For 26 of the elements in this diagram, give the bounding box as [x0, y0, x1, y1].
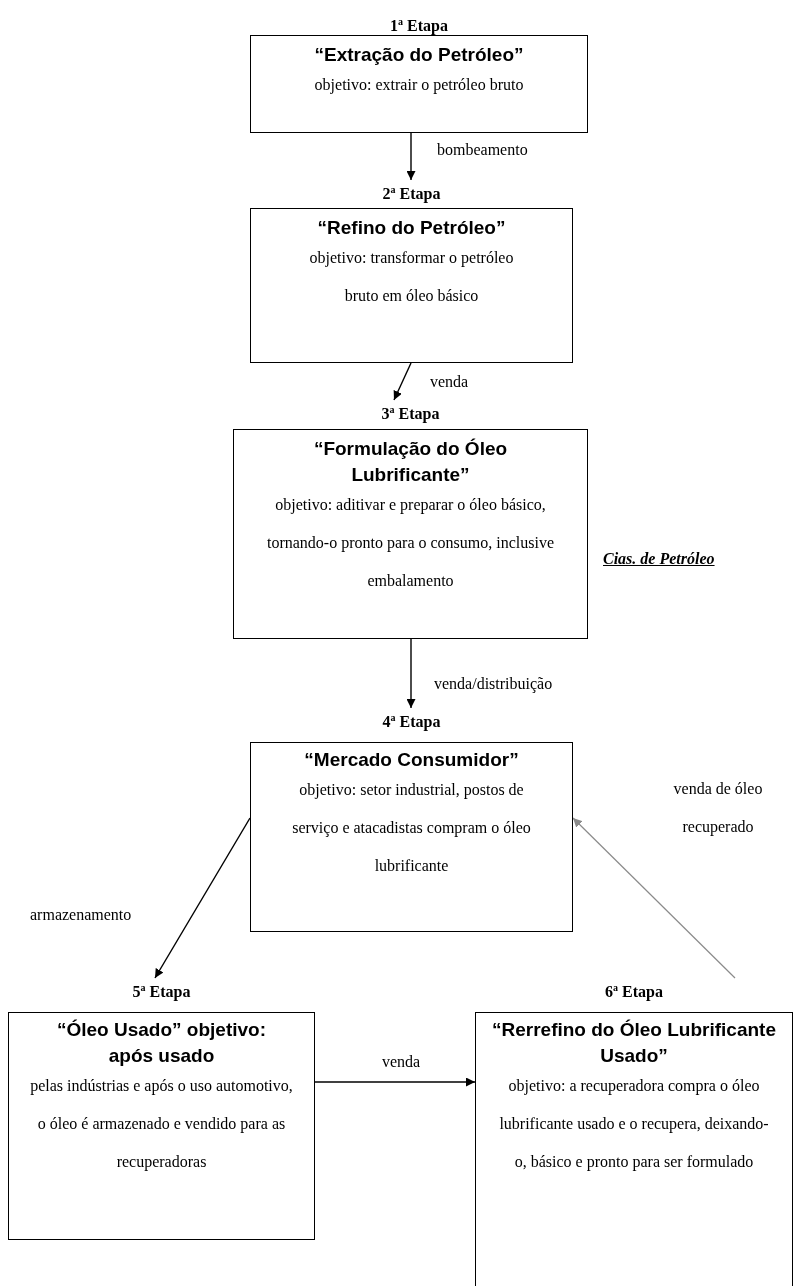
step-title: “Formulação do Óleo Lubrificante” [312, 437, 509, 487]
edge-label: venda/distribuição [434, 674, 553, 694]
step-title: “Rerrefino do Óleo Lubrificante Usado” [491, 1018, 777, 1068]
arrow [406, 132, 416, 181]
step-heading: 4$^{a}$ Etapa [382, 713, 441, 731]
step-title: “Refino do Petróleo” [316, 216, 507, 240]
step-title: “Mercado Consumidor” [303, 748, 520, 772]
step-description: pelas indústrias e após o uso automotivo, o óleo é armazenado e vendido para as recuperadoras [29, 1076, 294, 1173]
step-heading: 2$^{a}$ Etapa [382, 185, 441, 203]
arrow [406, 638, 416, 709]
step-title: “Extração do Petróleo” [313, 43, 525, 67]
arrow [314, 1077, 476, 1087]
step-heading: 5$^{a}$ Etapa [132, 983, 191, 1001]
step-description: objetivo: extrair o petróleo bruto [313, 75, 525, 96]
side-note: Cias. de Petróleo [603, 550, 715, 568]
step-description: objetivo: a recuperadora compra o óleo lubrificante usado e o recupera, deixando-o, básico e pronto para ser formulado [499, 1076, 769, 1173]
arrow [393, 362, 412, 401]
step-description: objetivo: aditivar e preparar o óleo básico, tornando-o pronto para o consumo, inclusive embalamento [265, 495, 555, 591]
step-heading: 6$^{a}$ Etapa [605, 983, 663, 1001]
step-heading: 1$^{a}$ Etapa [390, 17, 448, 35]
step-description: objetivo: setor industrial, postos de serviço e atacadistas compram o óleo lubrificante [291, 780, 532, 876]
arrow [154, 817, 251, 979]
step-title: “Óleo Usado” objetivo: após usado [56, 1018, 267, 1068]
step-heading: 3$^{a}$ Etapa [381, 405, 440, 423]
step-description: objetivo: transformar o petróleo bruto em óleo básico [308, 248, 515, 306]
arrow [572, 817, 736, 979]
